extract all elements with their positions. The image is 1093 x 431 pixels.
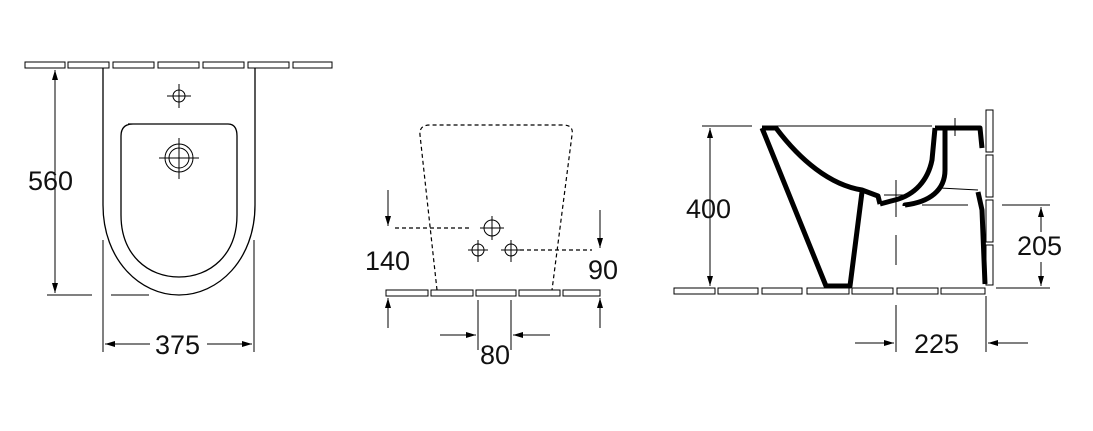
drain-offset-dimension: 225 — [914, 329, 959, 359]
bidet-outline — [102, 68, 256, 296]
rear-view: 140 90 80 — [365, 124, 618, 370]
floor-strip — [673, 287, 986, 295]
top-view: 560 375 — [24, 61, 333, 360]
rim-height-dimension: 400 — [686, 194, 731, 224]
drain-icon — [159, 138, 199, 179]
bidet-dashed-outline — [419, 124, 573, 291]
drain-height-dimension: 205 — [1017, 231, 1062, 261]
outlet-height-dimension: 90 — [588, 255, 618, 285]
side-view: 400 205 225 — [673, 109, 1062, 359]
basin-outline — [120, 123, 238, 278]
tap-hole-icon — [167, 84, 191, 108]
depth-dimension: 560 — [28, 166, 73, 196]
spacing-dimension: 80 — [480, 340, 510, 370]
bidet-profile — [759, 125, 883, 289]
connection-hole-icon — [468, 240, 521, 262]
wall-strip — [24, 61, 333, 69]
floor-strip — [385, 289, 601, 297]
inlet-height-dimension: 140 — [365, 246, 410, 276]
water-inlet-icon — [480, 216, 504, 240]
width-dimension: 375 — [155, 330, 200, 360]
wall-strip — [985, 109, 994, 286]
